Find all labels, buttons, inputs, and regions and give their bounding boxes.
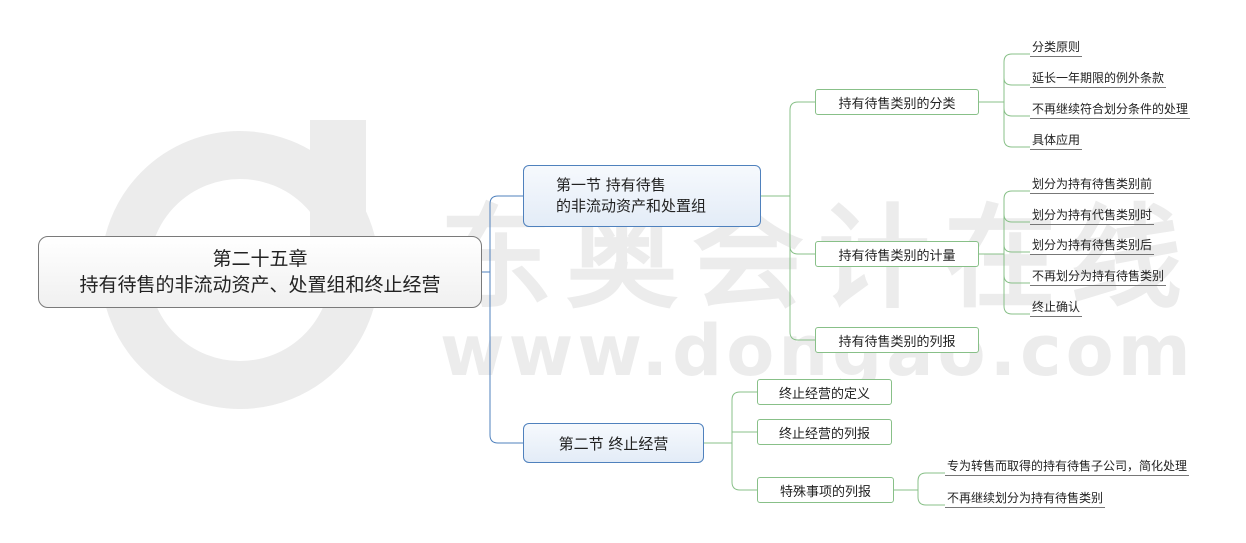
root-title-line2: 持有待售的非流动资产、处置组和终止经营	[79, 274, 441, 296]
topic-label: 持有待售类别的列报	[838, 334, 956, 350]
leaf-classification-principle[interactable]: 分类原则	[1030, 40, 1083, 57]
topic-discontinued-presentation[interactable]: 终止经营的列报	[757, 419, 892, 445]
leaf-before-classification[interactable]: 划分为持有待售类别前	[1030, 177, 1155, 194]
leaf-no-longer-classified[interactable]: 不再继续划分为持有待售类别	[945, 491, 1106, 508]
section1-node[interactable]: 第一节 持有待售 的非流动资产和处置组	[523, 165, 761, 227]
topic-presentation[interactable]: 持有待售类别的列报	[815, 327, 979, 353]
topic-label: 持有待售类别的分类	[838, 96, 956, 112]
topic-special-items[interactable]: 特殊事项的列报	[757, 477, 894, 503]
topic-label: 持有待售类别的计量	[838, 248, 956, 264]
leaf-no-longer-held-for-sale[interactable]: 不再划分为持有待售类别	[1030, 269, 1167, 286]
root-title-line1: 第二十五章	[212, 248, 308, 270]
section1-title-line2: 的非流动资产和处置组	[556, 197, 707, 215]
topic-label: 终止经营的定义	[778, 386, 870, 402]
leaf-acquired-subsidiary[interactable]: 专为转售而取得的持有待售子公司，简化处理	[945, 459, 1190, 476]
leaf-no-longer-qualifies[interactable]: 不再继续符合划分条件的处理	[1030, 102, 1191, 119]
leaf-application[interactable]: 具体应用	[1030, 133, 1083, 150]
topic-label: 终止经营的列报	[778, 426, 870, 442]
leaf-extension-exception[interactable]: 延长一年期限的例外条款	[1030, 71, 1167, 88]
section1-title-line1: 第一节 持有待售	[556, 176, 666, 194]
leaf-after-classification[interactable]: 划分为持有待售类别后	[1030, 238, 1155, 255]
leaf-at-classification[interactable]: 划分为持有代售类别时	[1030, 208, 1155, 225]
topic-measurement[interactable]: 持有待售类别的计量	[815, 241, 979, 267]
connector-root-to-section2	[489, 272, 523, 444]
topic-classification[interactable]: 持有待售类别的分类	[815, 89, 979, 115]
topic-label: 特殊事项的列报	[779, 484, 871, 500]
root-node[interactable]: 第二十五章 持有待售的非流动资产、处置组和终止经营	[38, 236, 482, 308]
leaf-derecognition[interactable]: 终止确认	[1030, 300, 1083, 317]
topic-discontinued-definition[interactable]: 终止经营的定义	[757, 379, 892, 405]
connector-root-to-section1	[482, 195, 523, 273]
section2-title: 第二节 终止经营	[558, 434, 669, 453]
section2-node[interactable]: 第二节 终止经营	[523, 423, 704, 463]
